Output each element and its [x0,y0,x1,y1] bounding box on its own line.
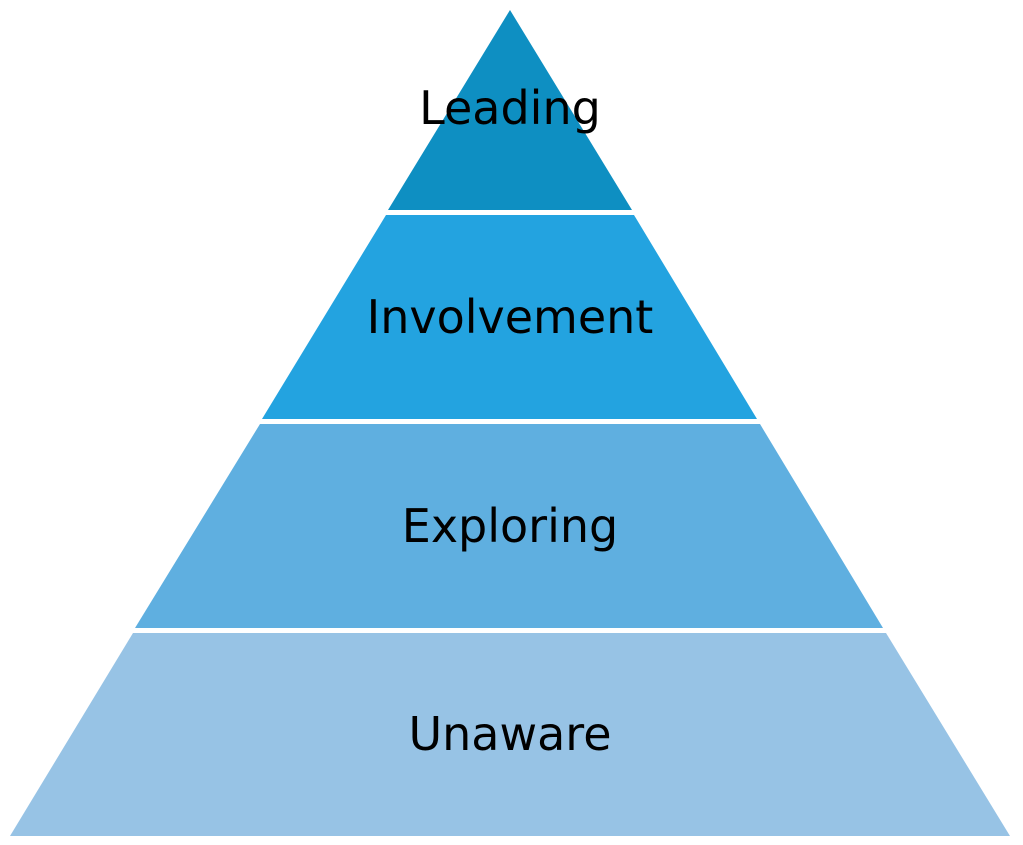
pyramid-level-unaware [10,633,1010,836]
level-label-unaware: Unaware [408,707,611,761]
level-label-exploring: Exploring [402,499,618,553]
pyramid-level-involvement [262,215,757,419]
level-label-involvement: Involvement [367,290,654,344]
pyramid-level-leading [388,10,632,210]
pyramid-level-exploring [135,424,883,628]
level-label-leading: Leading [419,81,601,135]
